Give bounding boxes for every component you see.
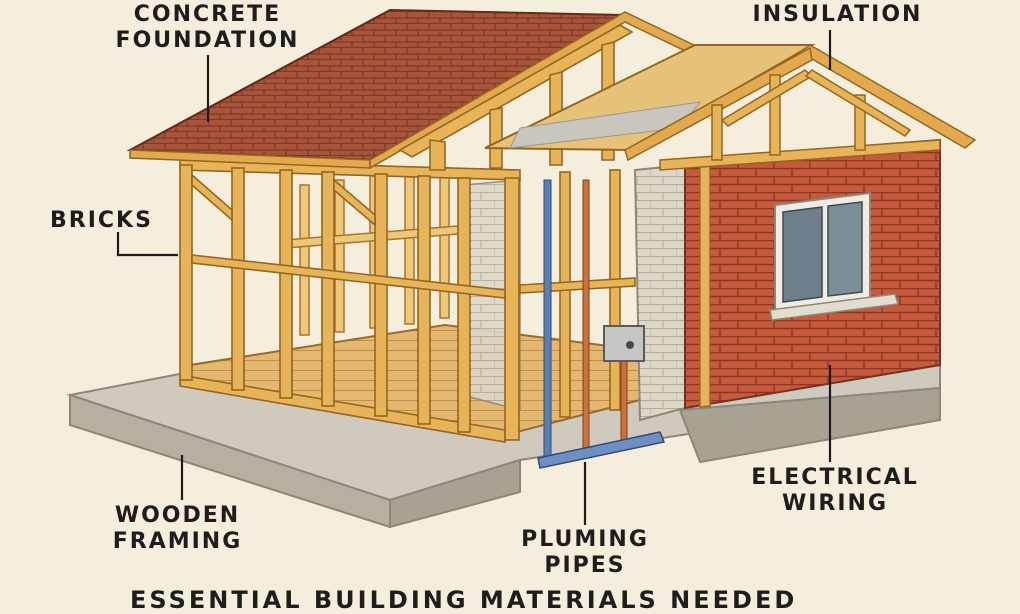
label-bricks: BRICKS bbox=[50, 208, 180, 234]
label-insulation-text: INSULATION bbox=[752, 2, 923, 27]
front-wall-framing bbox=[179, 159, 521, 443]
label-pluming-pipes-line1: PLUMING bbox=[521, 527, 649, 552]
label-electrical-wiring-line2: WIRING bbox=[781, 491, 889, 516]
label-insulation: INSULATION bbox=[735, 2, 940, 28]
label-concrete-foundation: CONCRETE FOUNDATION bbox=[100, 2, 315, 54]
label-wooden-framing-line1: WOODEN bbox=[114, 503, 241, 528]
plumbing-pipes bbox=[537, 179, 666, 469]
main-roof bbox=[126, 8, 701, 170]
label-pluming-pipes: PLUMING PIPES bbox=[505, 527, 665, 579]
label-wooden-framing-line2: FRAMING bbox=[112, 529, 243, 554]
label-electrical-wiring-line1: ELECTRICAL bbox=[751, 465, 919, 490]
label-concrete-foundation-line2: FOUNDATION bbox=[115, 28, 300, 53]
footer-title: ESSENTIAL BUILDING MATERIALS NEEDED bbox=[130, 586, 798, 614]
window bbox=[769, 191, 899, 321]
label-electrical-wiring: ELECTRICAL WIRING bbox=[730, 465, 940, 517]
label-concrete-foundation-line1: CONCRETE bbox=[133, 2, 282, 27]
insulation-roof-panel bbox=[484, 44, 977, 171]
electrical-box bbox=[603, 325, 645, 362]
label-pluming-pipes-line2: PIPES bbox=[544, 553, 626, 578]
brick-section-trusses bbox=[711, 69, 912, 161]
label-bricks-text: BRICKS bbox=[50, 208, 153, 233]
concrete-block-wall bbox=[633, 163, 686, 422]
label-wooden-framing: WOODEN FRAMING bbox=[90, 503, 265, 555]
house-construction-illustration bbox=[66, 8, 977, 529]
leader-lines bbox=[116, 30, 832, 525]
